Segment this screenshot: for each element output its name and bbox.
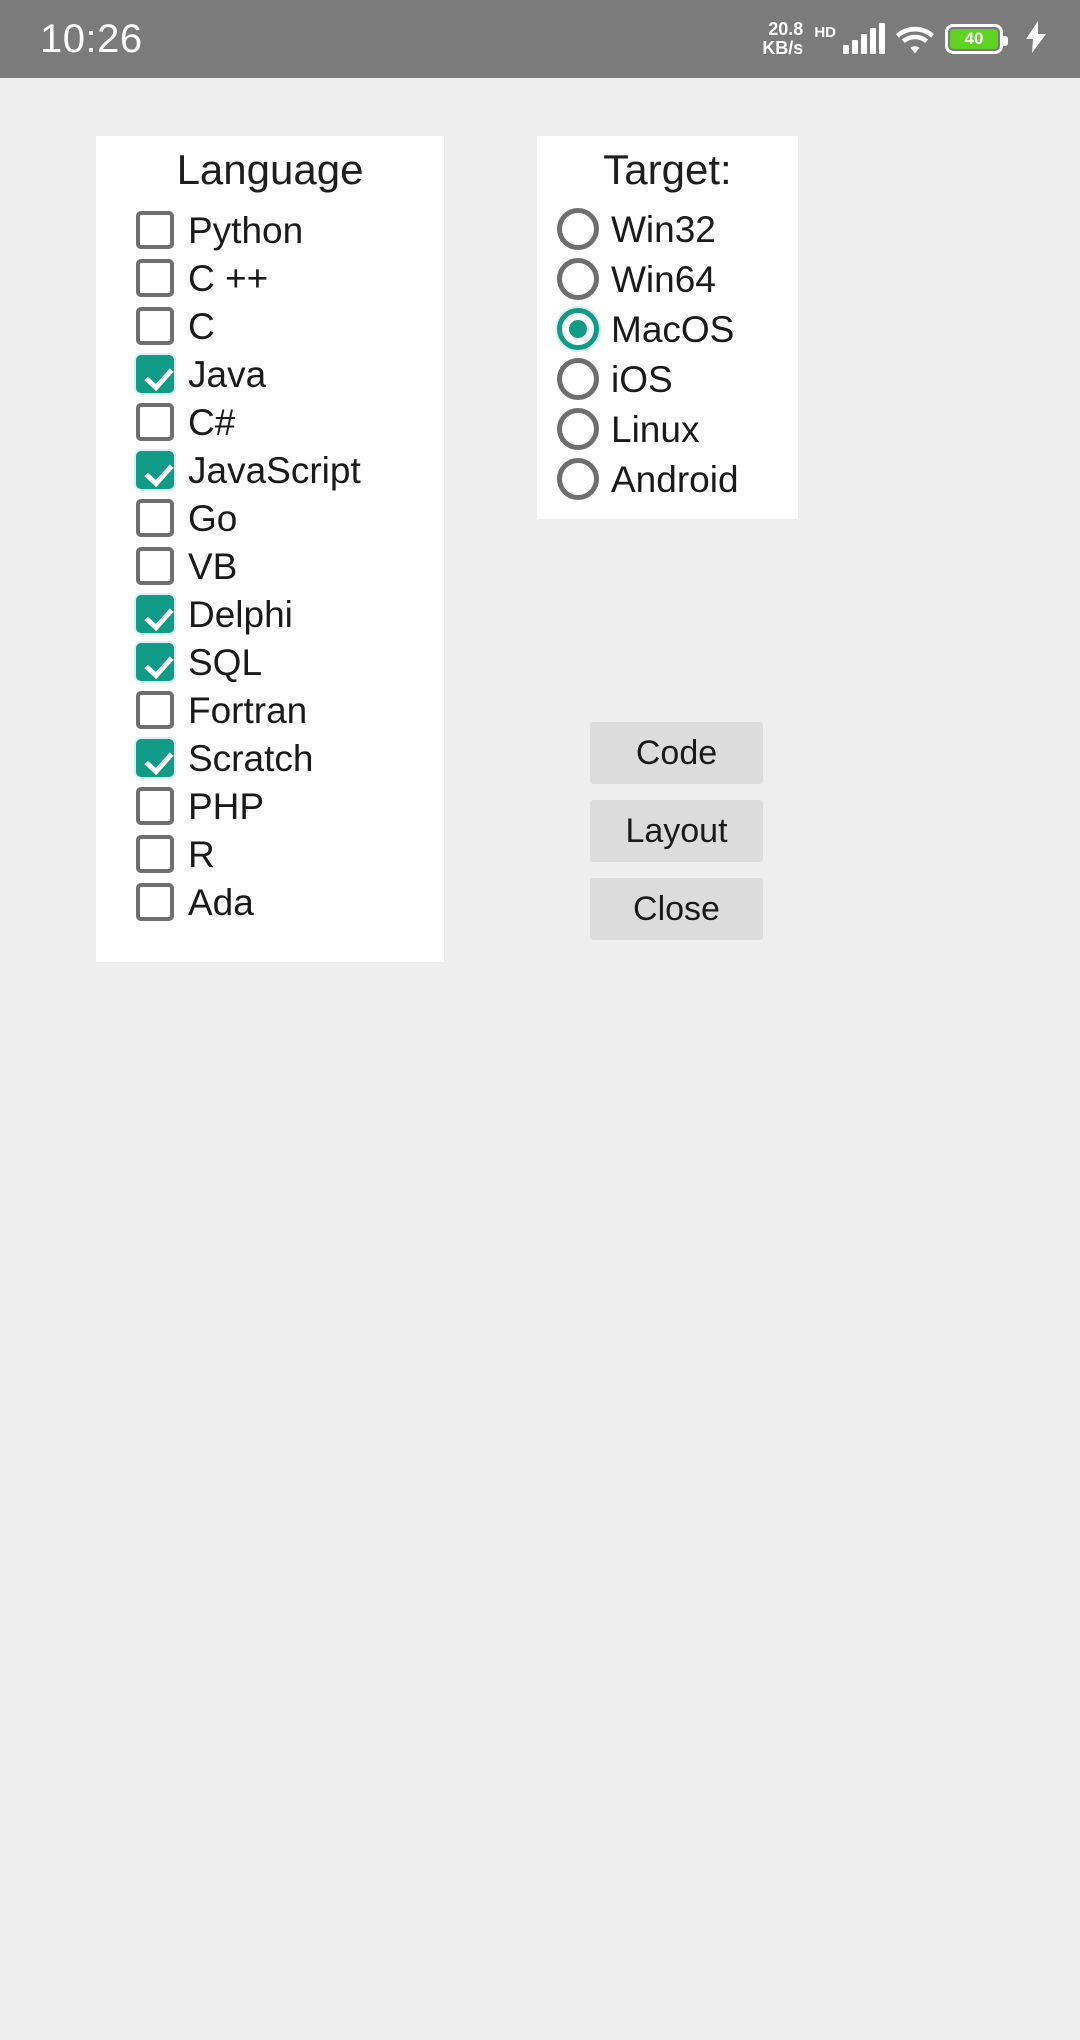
target-option-row[interactable]: Win32 (557, 204, 798, 254)
target-option-label: Win32 (611, 208, 716, 250)
battery-level: 40 (950, 29, 998, 49)
checkbox-unchecked-icon[interactable] (136, 547, 174, 585)
language-option-label: Python (188, 209, 304, 251)
layout-button[interactable]: Layout (590, 800, 763, 862)
language-option-row[interactable]: PHP (136, 782, 444, 830)
code-button[interactable]: Code (590, 722, 763, 784)
checkbox-checked-icon[interactable] (136, 355, 174, 393)
language-option-label: Ada (188, 881, 254, 923)
language-option-row[interactable]: Python (136, 206, 444, 254)
checkbox-unchecked-icon[interactable] (136, 691, 174, 729)
close-button[interactable]: Close (590, 878, 763, 940)
language-option-row[interactable]: C# (136, 398, 444, 446)
checkbox-unchecked-icon[interactable] (136, 403, 174, 441)
language-option-label: C ++ (188, 257, 269, 299)
language-option-label: PHP (188, 785, 265, 827)
language-option-row[interactable]: SQL (136, 638, 444, 686)
language-option-row[interactable]: Fortran (136, 686, 444, 734)
language-option-label: SQL (188, 641, 263, 683)
checkbox-unchecked-icon[interactable] (136, 883, 174, 921)
language-option-label: Go (188, 497, 238, 539)
target-option-row[interactable]: Linux (557, 404, 798, 454)
language-option-row[interactable]: C ++ (136, 254, 444, 302)
language-option-row[interactable]: R (136, 830, 444, 878)
radio-unselected-icon[interactable] (557, 208, 599, 250)
status-bar-clock: 10:26 (40, 16, 143, 61)
target-panel-title: Target: (603, 146, 732, 193)
checkbox-checked-icon[interactable] (136, 595, 174, 633)
network-speed-value: 20.8 (768, 19, 804, 39)
language-option-label: Fortran (188, 689, 308, 731)
checkbox-unchecked-icon[interactable] (136, 835, 174, 873)
language-option-label: Scratch (188, 737, 314, 779)
language-panel-title: Language (176, 146, 364, 193)
language-option-label: JavaScript (188, 449, 361, 491)
status-bar-icons: 20.8 KB/s HD 40 (762, 20, 1046, 58)
checkbox-unchecked-icon[interactable] (136, 787, 174, 825)
hd-badge: HD (814, 24, 836, 41)
language-option-row[interactable]: Ada (136, 878, 444, 926)
status-bar: 10:26 20.8 KB/s HD 40 (0, 0, 1080, 78)
wifi-icon (896, 24, 934, 54)
language-option-label: C# (188, 401, 236, 443)
target-option-label: MacOS (611, 308, 735, 350)
network-speed-unit: KB/s (762, 38, 804, 58)
target-option-row[interactable]: Win64 (557, 254, 798, 304)
checkbox-unchecked-icon[interactable] (136, 499, 174, 537)
checkbox-checked-icon[interactable] (136, 451, 174, 489)
radio-unselected-icon[interactable] (557, 458, 599, 500)
language-option-label: C (188, 305, 215, 347)
language-option-row[interactable]: JavaScript (136, 446, 444, 494)
language-option-row[interactable]: C (136, 302, 444, 350)
target-option-label: Linux (611, 408, 700, 450)
target-option-label: iOS (611, 358, 673, 400)
radio-unselected-icon[interactable] (557, 258, 599, 300)
radio-unselected-icon[interactable] (557, 408, 599, 450)
language-option-row[interactable]: Scratch (136, 734, 444, 782)
language-option-row[interactable]: Java (136, 350, 444, 398)
target-option-label: Android (611, 458, 739, 500)
checkbox-checked-icon[interactable] (136, 643, 174, 681)
language-option-label: Java (188, 353, 267, 395)
signal-icon (843, 23, 885, 54)
target-option-row[interactable]: MacOS (557, 304, 798, 354)
checkbox-checked-icon[interactable] (136, 739, 174, 777)
language-option-label: R (188, 833, 215, 875)
checkbox-unchecked-icon[interactable] (136, 259, 174, 297)
battery-icon: 40 (945, 24, 1008, 54)
charging-bolt-icon (1026, 20, 1046, 58)
target-option-row[interactable]: iOS (557, 354, 798, 404)
network-speed-indicator: 20.8 KB/s (762, 20, 803, 58)
checkbox-unchecked-icon[interactable] (136, 307, 174, 345)
target-option-row[interactable]: Android (557, 454, 798, 504)
radio-selected-icon[interactable] (557, 308, 599, 350)
radio-unselected-icon[interactable] (557, 358, 599, 400)
language-option-label: Delphi (188, 593, 293, 635)
language-option-row[interactable]: Delphi (136, 590, 444, 638)
language-option-row[interactable]: Go (136, 494, 444, 542)
language-option-row[interactable]: VB (136, 542, 444, 590)
target-option-label: Win64 (611, 258, 716, 300)
checkbox-unchecked-icon[interactable] (136, 211, 174, 249)
language-option-label: VB (188, 545, 238, 587)
